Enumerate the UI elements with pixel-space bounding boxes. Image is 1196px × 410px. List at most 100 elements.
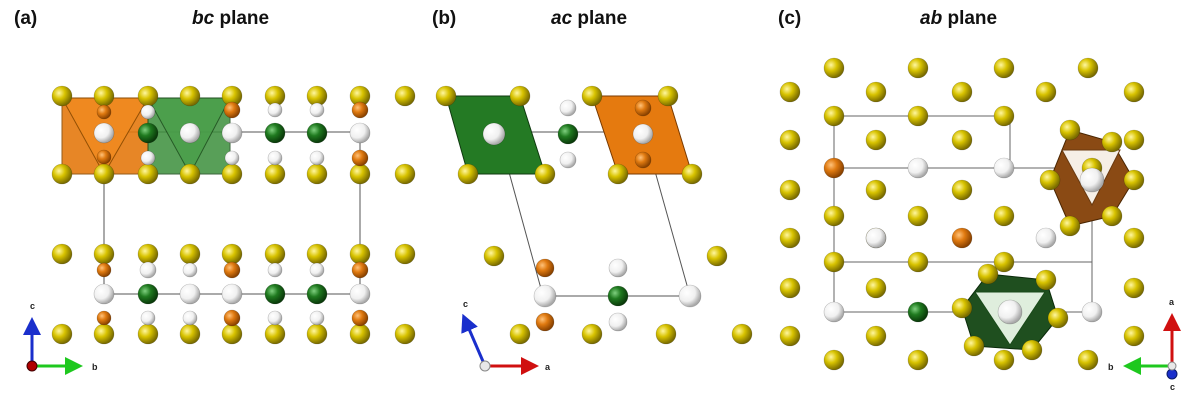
sulfur-atom bbox=[509, 323, 531, 345]
sulfur-atom bbox=[349, 163, 371, 185]
vacancy-atom bbox=[678, 284, 702, 308]
sulfur-atom bbox=[394, 85, 416, 107]
sulfur-atom bbox=[865, 81, 887, 103]
vacancy-atom bbox=[267, 262, 283, 278]
panel-c-title-plane: ab bbox=[920, 8, 943, 29]
sulfur-atom bbox=[1123, 325, 1145, 347]
sulfur-atom bbox=[823, 205, 845, 227]
sulfur-atom bbox=[865, 277, 887, 299]
sulfur-atom bbox=[993, 205, 1015, 227]
sulfur-atom bbox=[509, 85, 531, 107]
orange-metal-atom bbox=[223, 261, 241, 279]
sulfur-atom bbox=[1123, 129, 1145, 151]
vacancy-atom bbox=[608, 312, 628, 332]
sulfur-atom bbox=[51, 323, 73, 345]
orange-metal-atom bbox=[951, 227, 973, 249]
vacancy-atom bbox=[182, 310, 198, 326]
panel-a-title-plane: bc bbox=[192, 8, 215, 29]
vacancy-atom bbox=[182, 262, 198, 278]
panel-b-atoms bbox=[435, 85, 753, 345]
sulfur-atom bbox=[1047, 307, 1069, 329]
panel-a-title: bc plane bbox=[192, 8, 269, 30]
sulfur-atom bbox=[907, 205, 929, 227]
sulfur-atom bbox=[1123, 169, 1145, 191]
sulfur-atom bbox=[907, 349, 929, 371]
panel-c-title-suffix: plane bbox=[942, 8, 998, 29]
sulfur-atom bbox=[1035, 81, 1057, 103]
orange-metal-atom bbox=[351, 101, 369, 119]
sulfur-atom bbox=[779, 277, 801, 299]
sulfur-atom bbox=[221, 163, 243, 185]
sulfur-atom bbox=[607, 163, 629, 185]
sulfur-atom bbox=[779, 179, 801, 201]
sulfur-atom bbox=[865, 325, 887, 347]
green-metal-atom bbox=[264, 122, 286, 144]
sulfur-atom bbox=[51, 163, 73, 185]
sulfur-atom bbox=[993, 349, 1015, 371]
sulfur-atom bbox=[1035, 269, 1057, 291]
sulfur-atom bbox=[951, 129, 973, 151]
vacancy-atom bbox=[224, 150, 240, 166]
sulfur-atom bbox=[221, 243, 243, 265]
sulfur-atom bbox=[221, 323, 243, 345]
sulfur-atom bbox=[457, 163, 479, 185]
sulfur-atom bbox=[731, 323, 753, 345]
sulfur-atom bbox=[907, 251, 929, 273]
sulfur-atom bbox=[823, 57, 845, 79]
sulfur-atom bbox=[993, 105, 1015, 127]
orange-metal-atom bbox=[351, 309, 369, 327]
sulfur-atom bbox=[394, 323, 416, 345]
sulfur-atom bbox=[865, 179, 887, 201]
axis-c-center-label: c bbox=[1170, 382, 1175, 392]
orange-metal-atom bbox=[351, 261, 369, 279]
vacancy-atom bbox=[533, 284, 557, 308]
sulfur-atom bbox=[951, 81, 973, 103]
sulfur-atom bbox=[1039, 169, 1061, 191]
sulfur-atom bbox=[779, 325, 801, 347]
vacancy-atom bbox=[221, 122, 243, 144]
vacancy-atom bbox=[865, 227, 887, 249]
sulfur-atom bbox=[907, 105, 929, 127]
sulfur-atom bbox=[264, 163, 286, 185]
sulfur-atom bbox=[349, 323, 371, 345]
sulfur-atom bbox=[993, 251, 1015, 273]
vacancy-atom bbox=[140, 310, 156, 326]
vacancy-atom bbox=[559, 99, 577, 117]
orange-metal-atom bbox=[351, 149, 369, 167]
vacancy-atom bbox=[632, 123, 654, 145]
sulfur-atom bbox=[1059, 215, 1081, 237]
sulfur-atom bbox=[306, 243, 328, 265]
sulfur-atom bbox=[1059, 119, 1081, 141]
sulfur-atom bbox=[865, 129, 887, 151]
green-metal-atom bbox=[306, 283, 328, 305]
sulfur-atom bbox=[977, 263, 999, 285]
axes-c: a b c bbox=[1108, 297, 1181, 392]
sulfur-atom bbox=[581, 323, 603, 345]
green-metal-atom bbox=[607, 285, 629, 307]
sulfur-atom bbox=[137, 163, 159, 185]
green-metal-atom bbox=[907, 301, 929, 323]
sulfur-atom bbox=[907, 57, 929, 79]
vacancy-atom bbox=[221, 283, 243, 305]
sulfur-atom bbox=[657, 85, 679, 107]
orange-metal-atom bbox=[223, 101, 241, 119]
vacancy-atom bbox=[309, 150, 325, 166]
sulfur-atom bbox=[1077, 57, 1099, 79]
sulfur-atom bbox=[534, 163, 556, 185]
sulfur-atom bbox=[93, 163, 115, 185]
sulfur-atom bbox=[179, 163, 201, 185]
green-metal-atom bbox=[306, 122, 328, 144]
sulfur-atom bbox=[993, 57, 1015, 79]
sulfur-atom bbox=[963, 335, 985, 357]
sulfur-atom bbox=[306, 163, 328, 185]
sulfur-atom bbox=[1123, 81, 1145, 103]
sulfur-atom bbox=[179, 85, 201, 107]
vacancy-atom bbox=[993, 157, 1015, 179]
orange-metal-atom bbox=[96, 262, 112, 278]
sulfur-atom bbox=[681, 163, 703, 185]
sulfur-atom bbox=[93, 243, 115, 265]
sulfur-atom bbox=[1021, 339, 1043, 361]
panel-b-title-suffix: plane bbox=[572, 8, 628, 29]
panel-a-label: (a) bbox=[14, 8, 38, 29]
